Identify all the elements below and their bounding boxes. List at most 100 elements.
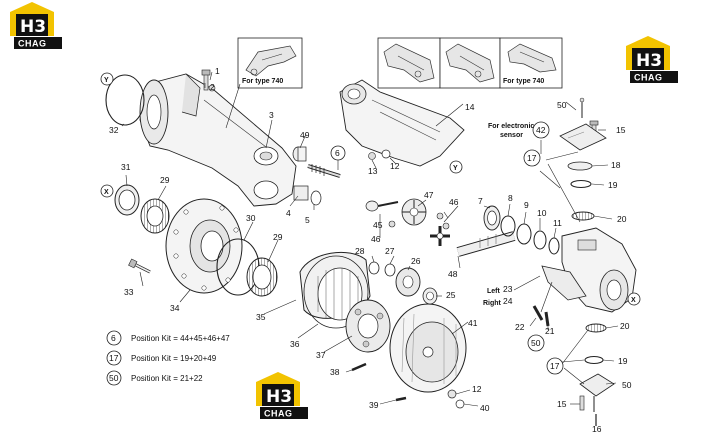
- callout-5: 5: [305, 215, 310, 225]
- plug-part-12-bottom: [447, 389, 457, 399]
- ring-part-9: [516, 223, 532, 245]
- kit-row-17: 17 Position Kit = 19+20+49: [106, 350, 217, 366]
- seal-part-7: [483, 205, 501, 231]
- left-label: Left: [487, 288, 501, 295]
- marker-y-center: Y: [449, 160, 463, 174]
- callout-39: 39: [369, 400, 379, 410]
- shaft-part-47: [456, 231, 516, 257]
- callout-47: 48: [448, 269, 458, 279]
- callout-45-top: 46: [449, 197, 459, 207]
- axle-housing-left: [139, 73, 297, 207]
- ring-part-19-bottom: [584, 355, 604, 365]
- screw-part-39: [395, 396, 407, 402]
- wheel-stud-part-33: [128, 258, 151, 274]
- washer-part-27: [384, 263, 396, 277]
- callout-7: 7: [478, 196, 483, 206]
- callout-15-top: 15: [616, 125, 626, 135]
- cross-part-47: [430, 226, 450, 246]
- callout-19-bottom: 19: [618, 356, 628, 366]
- callout-14: 14: [465, 102, 475, 112]
- shaft-spring-part-4: [307, 164, 341, 178]
- seal-part-31: [114, 184, 140, 216]
- callout-20-bottom: 20: [620, 321, 630, 331]
- callout-49-bottom: 50: [622, 380, 632, 390]
- leader-lines: [121, 71, 619, 407]
- bearing-part-25: [422, 287, 438, 305]
- callout-16: 16: [592, 424, 602, 434]
- callout-2: 2: [210, 82, 215, 92]
- screw-part-38: [351, 362, 367, 372]
- circled-callout-6: 6: [335, 148, 340, 158]
- plug-part-13: [368, 152, 376, 160]
- bearing-part-20-bottom: [585, 323, 607, 333]
- callout-36: 36: [290, 339, 300, 349]
- cover-part-49-top: [559, 97, 607, 151]
- callout-34: 34: [170, 303, 180, 313]
- shim-part-18: [567, 161, 593, 171]
- callout-10: 10: [537, 208, 547, 218]
- callout-37: 37: [316, 350, 326, 360]
- washer-part-28: [368, 261, 380, 275]
- logo-mark: H3: [266, 387, 292, 407]
- logo-word: CHAG: [264, 409, 293, 419]
- callout-4: 4: [286, 208, 291, 218]
- marker-x-left: X: [100, 184, 114, 198]
- o-ring-part-32: [105, 74, 145, 126]
- logo-word: CHAG: [18, 39, 47, 49]
- callout-3: 3: [269, 110, 274, 120]
- callout-1: 1: [215, 66, 220, 76]
- marker-y-left: Y: [100, 72, 114, 86]
- logo-mark: H3: [636, 51, 662, 71]
- text-labels: For electronic sensor Left Right: [483, 123, 534, 307]
- cover-part-49-bottom: [579, 373, 615, 412]
- ring-part-19-top: [570, 179, 592, 189]
- electronic-sensor-label-1: For electronic: [488, 123, 534, 130]
- callout-11: 11: [553, 218, 562, 228]
- inset-variant-1: [377, 37, 441, 89]
- cross-kit-part-46: [401, 198, 427, 226]
- inset-caption: For type 740: [503, 78, 544, 85]
- marker-x-right: X: [627, 292, 641, 306]
- callout-12-bottom: 12: [472, 384, 482, 394]
- ball-joint-part-44: [365, 200, 399, 212]
- callout-15-bottom: 15: [557, 399, 567, 409]
- callout-40: 40: [480, 403, 490, 413]
- callout-31: 31: [121, 162, 131, 172]
- cross-kit-part-45: [388, 212, 450, 230]
- planet-carrier-part-37: [345, 299, 391, 353]
- callout-19-top: 19: [608, 180, 618, 190]
- electronic-sensor-label-2: sensor: [500, 132, 523, 139]
- bearing-part-5: [293, 185, 322, 206]
- inset-type-740-right: For type 740: [499, 37, 563, 89]
- kit-text-17: Position Kit = 19+20+49: [131, 354, 217, 363]
- callout-32: 32: [109, 125, 119, 135]
- callout-22: 22: [515, 322, 525, 332]
- callout-23: 23: [503, 284, 513, 294]
- svg-text:Y: Y: [453, 165, 458, 172]
- logo-word: CHAG: [634, 73, 663, 83]
- kit-row-50: 50 Position Kit = 21+22: [106, 370, 203, 386]
- callout-30: 30: [246, 213, 256, 223]
- callout-33: 33: [124, 287, 134, 297]
- callout-29-left: 29: [160, 175, 170, 185]
- callout-46: 47: [424, 190, 434, 200]
- circled-callout-42: 42: [536, 125, 546, 135]
- callout-28: 28: [355, 246, 365, 256]
- kit-legend: 6 Position Kit = 44+45+46+47 17 Position…: [106, 330, 230, 386]
- logo-mark: H3: [20, 17, 46, 37]
- kit-text-6: Position Kit = 44+45+46+47: [131, 334, 230, 343]
- callout-35: 35: [256, 312, 266, 322]
- callout-38: 38: [330, 367, 340, 377]
- callout-41: 41: [468, 318, 478, 328]
- circled-callout-17-bottom: 17: [550, 361, 560, 371]
- ring-gear-part-36: [299, 251, 371, 329]
- ring-part-10: [533, 230, 547, 250]
- callout-18: 18: [611, 160, 621, 170]
- circled-callout-17-top: 17: [527, 153, 537, 163]
- callout-45-bottom: 46: [371, 234, 381, 244]
- svg-text:Y: Y: [104, 77, 109, 84]
- bolt-part-21: [544, 311, 550, 327]
- circled-callout-50: 50: [531, 338, 541, 348]
- callout-numbers: 1 2 3 4 5 7 8 9 10 11 12 12 13 14 15 15 …: [109, 66, 632, 434]
